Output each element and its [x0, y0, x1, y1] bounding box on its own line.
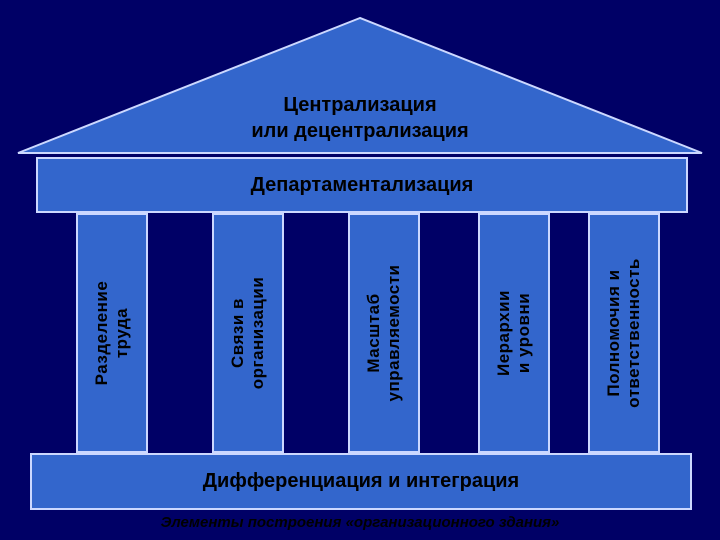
pillar-hierarchies-and-levels: Иерархии и уровни	[478, 213, 550, 453]
pillar-label: Разделение труда	[92, 281, 132, 386]
pillar-label: Полномочия и ответственность	[604, 258, 644, 408]
base-label: Дифференциация и интеграция	[202, 470, 520, 492]
pillar-authority-and-responsibility: Полномочия и ответственность	[588, 213, 660, 453]
pillar-label-line2: ответственность	[624, 258, 643, 408]
pillar-label-line1: Полномочия и	[604, 269, 623, 397]
pillar-label-line1: Иерархии	[494, 289, 513, 377]
beam-label: Департаментализация	[250, 173, 474, 196]
pillar-label-line2: и уровни	[514, 292, 533, 374]
pillar-label-line1: Разделение	[92, 280, 111, 386]
pillar-label-line2: организации	[248, 276, 267, 390]
roof-label-line2: или децентрализация	[251, 120, 469, 142]
pillar-organizational-links: Связи в организации	[212, 213, 284, 453]
diagram-caption: Элементы построения «организационного зд…	[160, 514, 560, 531]
pillar-label: Масштаб управляемости	[364, 265, 404, 402]
pillar-label: Связи в организации	[228, 277, 268, 390]
pillar-label-line1: Связи в	[228, 298, 247, 368]
pillar-label-line2: труда	[112, 307, 131, 359]
roof-label: Централизация или децентрализация	[150, 92, 570, 144]
pillar-label-line1: Масштаб	[364, 293, 383, 373]
pillar-label-line2: управляемости	[384, 264, 403, 402]
pillar-division-of-labor: Разделение труда	[76, 213, 148, 453]
roof-label-line1: Централизация	[283, 94, 437, 116]
beam-departmentalization: Департаментализация	[36, 157, 688, 213]
pillar-span-of-control: Масштаб управляемости	[348, 213, 420, 453]
pillar-label: Иерархии и уровни	[494, 290, 534, 376]
base-differentiation-integration: Дифференциация и интеграция	[30, 453, 692, 510]
